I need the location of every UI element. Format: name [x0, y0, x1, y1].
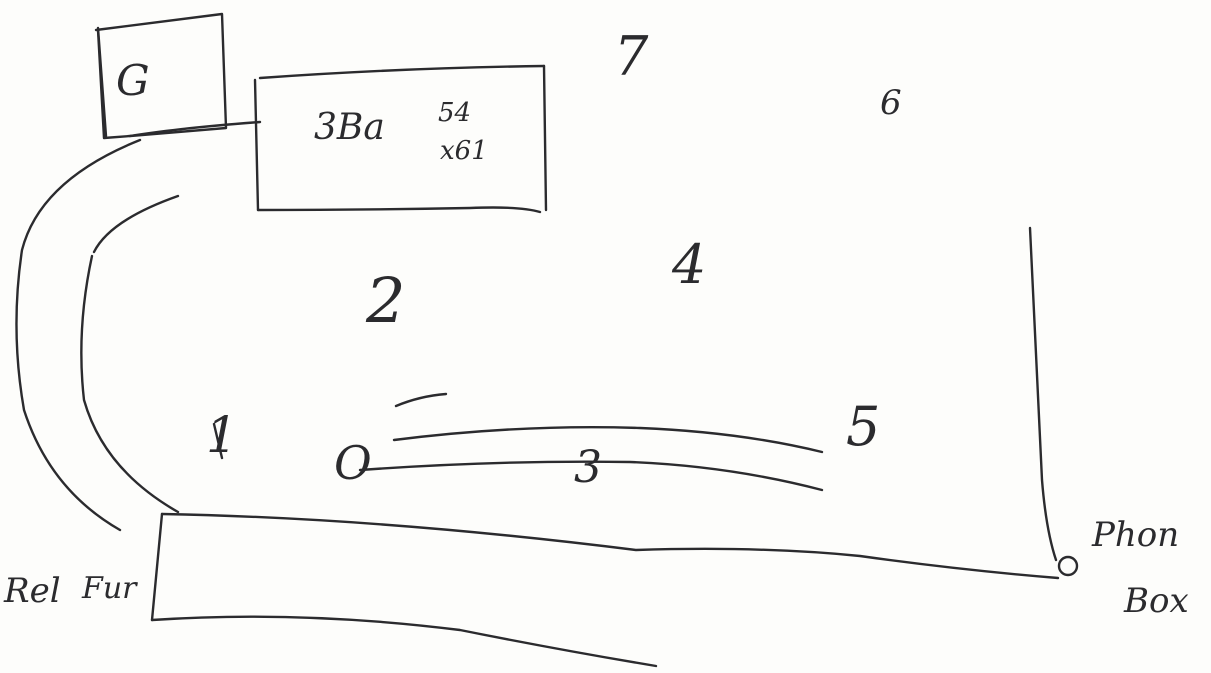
rel-bar-top [162, 514, 1058, 578]
rel-bar-bottom [152, 617, 656, 666]
inner-curve-lower [81, 256, 178, 512]
main-box-bottom [258, 208, 540, 213]
upper-track [394, 427, 822, 452]
inner-curve [94, 196, 178, 252]
right-vertical-line [1030, 228, 1056, 560]
g-to-box-connector [130, 122, 260, 136]
phone-box-circle [1059, 557, 1077, 575]
outer-curve [16, 140, 140, 530]
main-box-top [260, 66, 544, 78]
dash-mark [396, 394, 446, 406]
g-box-outline [96, 14, 226, 138]
main-box-left [255, 80, 258, 210]
main-box-right [544, 66, 546, 210]
rel-bar-left [152, 514, 162, 620]
lower-track [360, 462, 822, 490]
room-1-mark [214, 424, 222, 458]
